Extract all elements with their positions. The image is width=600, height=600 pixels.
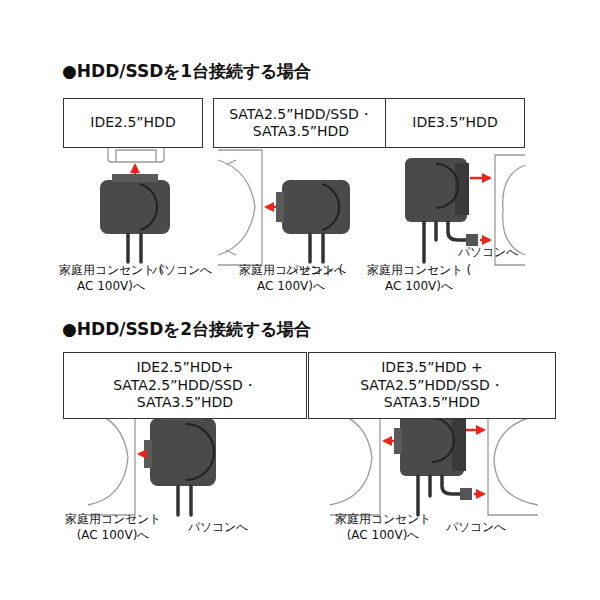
- text-box: IDE2.5”HDD+ SATA2.5”HDD/SSD・SATA3.5”HDD: [63, 352, 307, 419]
- cable-label: パソコンへ: [152, 263, 212, 279]
- text-box: IDE3.5”HDD + SATA2.5”HDD/SSD・SATA3.5”HDD: [308, 352, 556, 419]
- box-label: IDE3.5”HDD + SATA2.5”HDD/SSD・SATA3.5”HDD: [309, 359, 555, 412]
- cable-label: 家庭用コンセント (AC 100V)へ: [60, 512, 166, 543]
- box-label: SATA2.5”HDD/SSD・SATA3.5”HDD: [214, 106, 388, 141]
- section-heading: ●HDD/SSDを2台接続する場合: [62, 318, 311, 340]
- section-heading: ●HDD/SSDを1台接続する場合: [62, 60, 311, 82]
- box-label: IDE2.5”HDD: [84, 114, 181, 132]
- box-label: IDE2.5”HDD+ SATA2.5”HDD/SSD・SATA3.5”HDD: [64, 359, 306, 412]
- text-box: IDE3.5”HDD: [385, 98, 525, 148]
- cable-label: パソコンへ: [458, 245, 518, 261]
- cable-label: パソコンへ: [446, 520, 506, 536]
- cable-label: 家庭用コンセント (AC 100V)へ: [330, 512, 436, 543]
- cable-label: パソコンへ: [188, 520, 248, 536]
- text-box: SATA2.5”HDD/SSD・SATA3.5”HDD: [213, 98, 389, 148]
- cable-label: 家庭用コンセント ( AC 100V)へ: [58, 263, 164, 294]
- box-label: IDE3.5”HDD: [406, 114, 503, 132]
- text-box: IDE2.5”HDD: [63, 98, 203, 148]
- cable-label: パソコンへ: [286, 263, 346, 279]
- cable-label: 家庭用コンセント ( AC 100V)へ: [366, 263, 472, 294]
